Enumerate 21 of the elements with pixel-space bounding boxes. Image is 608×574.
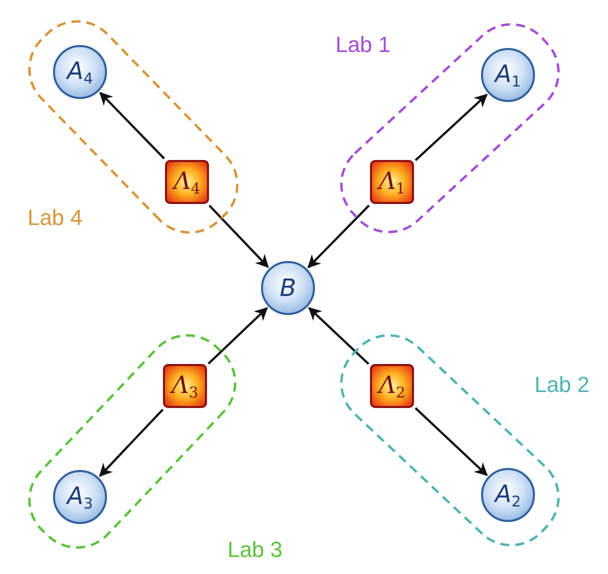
arrow	[414, 94, 488, 162]
group-label: Lab 2	[534, 372, 590, 398]
circle-node: A$_{4}$	[52, 44, 107, 99]
arrow	[208, 307, 268, 364]
square-node: Λ$_{3}$	[162, 364, 207, 408]
group-label: Lab 1	[335, 32, 391, 58]
arrow	[99, 408, 164, 477]
circle-node: A$_{2}$	[480, 468, 535, 522]
arrow	[307, 204, 370, 268]
arrow	[308, 306, 370, 365]
square-node: Λ$_{2}$	[370, 364, 414, 408]
group-label: Lab 4	[27, 204, 83, 231]
arrow	[414, 407, 488, 476]
group-label: Lab 3	[227, 536, 283, 563]
circle-node: B	[261, 261, 315, 315]
square-node: Λ$_{1}$	[370, 160, 414, 204]
square-node: Λ$_{4}$	[164, 160, 209, 204]
arrow	[208, 204, 269, 268]
arrow	[99, 92, 165, 160]
circle-node: A$_{3}$	[52, 470, 107, 524]
circle-node: A$_{1}$	[480, 48, 535, 102]
